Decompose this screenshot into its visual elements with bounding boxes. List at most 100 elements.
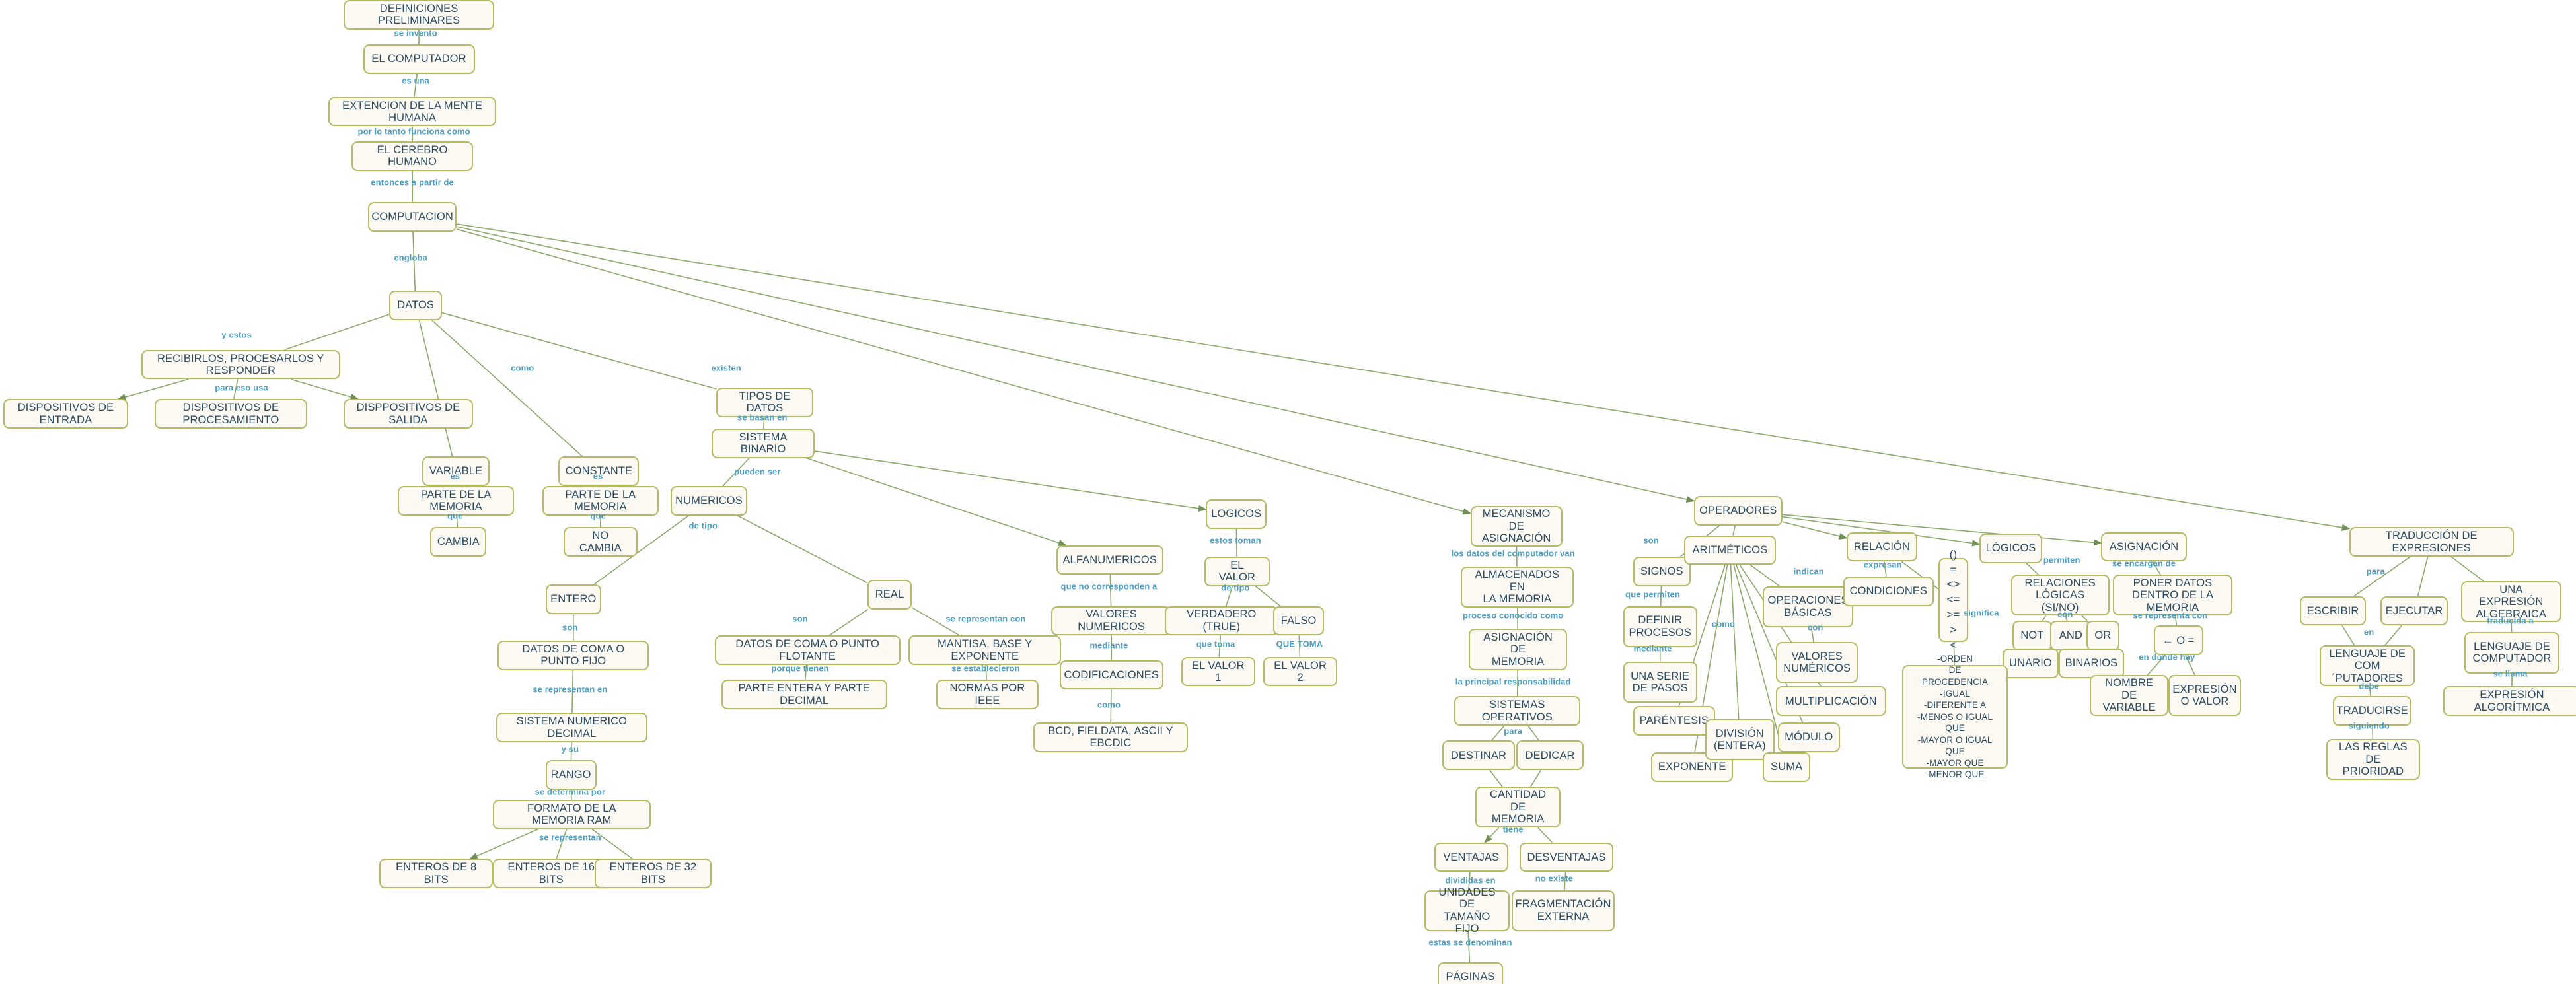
concept-node[interactable]: RELACIONES LÓGICAS (SI/NO) xyxy=(2010,575,2110,616)
concept-node[interactable]: OPERADORES xyxy=(1693,495,1783,526)
concept-node[interactable]: NUMERICOS xyxy=(670,486,748,516)
concept-node[interactable]: CONSTANTE xyxy=(558,456,640,487)
concept-node[interactable]: CONDICIONES xyxy=(1843,576,1934,606)
link-label: traducida a xyxy=(2487,615,2534,626)
concept-node[interactable]: -ORDEN DE PROCEDENCIA -IGUAL -DIFERENTE … xyxy=(1902,654,2008,779)
concept-edge xyxy=(418,320,453,457)
concept-node[interactable]: UNA SERIE DE PASOS xyxy=(1623,662,1697,703)
concept-node[interactable]: FORMATO DE LA MEMORIA RAM xyxy=(492,799,651,829)
concept-node[interactable]: DISPOSITIVOS DE ENTRADA xyxy=(3,399,128,429)
concept-node[interactable]: ENTEROS DE 8 BITS xyxy=(379,859,493,889)
concept-node[interactable]: DISPOSITIVOS DE PROCESAMIENTO xyxy=(154,399,307,429)
concept-node[interactable]: LENGUAJE DE COM´PUTADORES xyxy=(2320,645,2415,687)
concept-node[interactable]: OPERACIONES BÁSICAS xyxy=(1763,586,1853,627)
concept-node[interactable]: NOT xyxy=(2012,620,2052,650)
concept-node[interactable]: PARTE ENTERA Y PARTE DECIMAL xyxy=(721,680,887,710)
concept-node[interactable]: ESCRIBIR xyxy=(2300,596,2366,626)
concept-node[interactable]: FRAGMENTACIÓN EXTERNA xyxy=(1511,890,1615,931)
concept-node[interactable]: AND xyxy=(2050,620,2092,650)
concept-node[interactable]: FALSO xyxy=(1273,606,1325,636)
concept-node[interactable]: CANTIDAD DE MEMORIA xyxy=(1475,787,1561,828)
concept-node[interactable]: ENTEROS DE 32 BITS xyxy=(595,859,712,889)
concept-node[interactable]: ASIGNACIÓN xyxy=(2101,532,2187,562)
concept-node[interactable]: EXPRESIÓN ALGORÍTMICA xyxy=(2443,686,2576,717)
concept-node[interactable]: ASIGNACIÓN DE MEMORIA xyxy=(1469,629,1568,670)
link-label: indican xyxy=(1793,566,1824,577)
concept-node[interactable]: VALORES NUMÉRICOS xyxy=(1776,642,1858,684)
concept-node[interactable]: UNARIO xyxy=(2003,649,2059,678)
concept-node[interactable]: EL CEREBRO HUMANO xyxy=(351,141,474,171)
link-label: se encargan de xyxy=(2112,558,2176,569)
concept-node[interactable]: CODIFICACIONES xyxy=(1059,660,1163,690)
concept-node[interactable]: LOGICOS xyxy=(1206,499,1267,529)
concept-node[interactable]: MULTIPLICACIÓN xyxy=(1776,686,1886,717)
concept-node[interactable]: EJECUTAR xyxy=(2380,596,2448,626)
concept-node[interactable]: PARTE DE LA MEMORIA xyxy=(397,486,515,516)
concept-node[interactable]: SIGNOS xyxy=(1633,556,1691,586)
concept-node[interactable]: MANTISA, BASE Y EXPONENTE xyxy=(908,635,1062,666)
concept-node[interactable]: SISTEMAS OPERATIVOS xyxy=(1454,696,1581,726)
concept-node[interactable]: VARIABLE xyxy=(422,456,490,487)
concept-node[interactable]: TIPOS DE DATOS xyxy=(716,387,813,417)
concept-node[interactable]: EL VALOR 1 xyxy=(1181,656,1255,687)
link-label: la principal responsabilidad xyxy=(1455,676,1571,687)
concept-node[interactable]: OR xyxy=(2086,620,2119,650)
concept-node[interactable]: LAS REGLAS DE PRIORIDAD xyxy=(2326,738,2420,781)
concept-node[interactable]: DEFINIR PROCESOS xyxy=(1623,606,1697,647)
concept-node[interactable]: LÓGICOS xyxy=(1979,534,2042,563)
concept-node[interactable]: SISTEMA NUMERICO DECIMAL xyxy=(496,713,647,742)
concept-edge xyxy=(807,458,1067,546)
concept-node[interactable]: COMPUTACION xyxy=(368,201,457,232)
concept-node[interactable]: VENTAJAS xyxy=(1434,842,1508,872)
link-label: es xyxy=(450,471,460,481)
concept-node[interactable]: EL COMPUTADOR xyxy=(363,44,475,74)
concept-node[interactable]: VALORES NUMERICOS xyxy=(1051,606,1171,636)
concept-node[interactable]: BCD, FIELDATA, ASCII Y EBCDIC xyxy=(1033,722,1188,752)
concept-node[interactable]: LENGUAJE DE COMPUTADOR xyxy=(2464,632,2560,674)
concept-node[interactable]: BINARIOS xyxy=(2058,649,2125,678)
concept-node[interactable]: ALFANUMERICOS xyxy=(1056,545,1163,575)
concept-node[interactable]: PARÉNTESIS xyxy=(1633,706,1716,736)
concept-node[interactable]: TRADUCCIÓN DE EXPRESIONES xyxy=(2349,527,2514,557)
concept-node[interactable]: CAMBIA xyxy=(430,527,487,557)
concept-node[interactable]: PONER DATOS DENTRO DE LA MEMORIA xyxy=(2112,575,2233,616)
concept-node[interactable]: DESVENTAJAS xyxy=(1520,842,1613,872)
concept-node[interactable]: RANGO xyxy=(545,760,597,791)
concept-node[interactable]: SUMA xyxy=(1763,752,1811,782)
concept-node[interactable]: VERDADERO (TRUE) xyxy=(1165,606,1278,636)
concept-node[interactable]: EL VALOR 2 xyxy=(1263,656,1338,687)
concept-node[interactable]: PARTE DE LA MEMORIA xyxy=(542,486,659,516)
concept-node[interactable]: REAL xyxy=(867,579,912,610)
concept-node[interactable]: UNA EXPRESIÓN ALGEBRAICA xyxy=(2460,581,2561,623)
link-label: mediante xyxy=(1089,640,1128,650)
concept-node[interactable]: DISPPOSITIVOS DE SALIDA xyxy=(343,399,474,429)
concept-node[interactable]: EXTENCION DE LA MENTE HUMANA xyxy=(328,96,496,127)
concept-node[interactable]: DIVISIÓN (ENTERA) xyxy=(1705,719,1775,761)
concept-node[interactable]: RECIBIRLOS, PROCESARLOS Y RESPONDER xyxy=(141,349,340,380)
concept-node[interactable]: () = <> <= >= > < xyxy=(1938,548,1968,651)
concept-node[interactable]: EXPRESIÓN O VALOR xyxy=(2168,674,2241,717)
concept-node[interactable]: DEFINICIONES PRELIMINARES xyxy=(343,0,495,30)
concept-node[interactable]: MÓDULO xyxy=(1777,722,1840,752)
concept-node[interactable]: DATOS xyxy=(389,291,442,320)
concept-node[interactable]: ALMACENADOS EN LA MEMORIA xyxy=(1460,566,1574,608)
concept-node[interactable]: ENTEROS DE 16 BITS xyxy=(492,859,610,889)
concept-node[interactable]: NORMAS POR IEEE xyxy=(936,680,1039,710)
concept-node[interactable]: PÁGINAS xyxy=(1437,962,1504,984)
concept-node[interactable]: DESTINAR xyxy=(1442,740,1515,771)
concept-node[interactable]: SISTEMA BINARIO xyxy=(711,429,815,458)
concept-node[interactable]: ARITMÉTICOS xyxy=(1683,535,1777,565)
concept-node[interactable]: EL VALOR xyxy=(1204,556,1270,586)
concept-node[interactable]: UNIDADES DE TAMAÑO FIJO xyxy=(1424,886,1510,934)
concept-node[interactable]: RELACIÓN xyxy=(1846,532,1917,562)
concept-node[interactable]: DATOS DE COMA O PUNTO FLOTANTE xyxy=(714,635,901,666)
concept-node[interactable]: ENTERO xyxy=(545,584,602,614)
concept-node[interactable]: TRADUCIRSE xyxy=(2332,696,2412,726)
concept-node[interactable]: NO CAMBIA xyxy=(563,527,638,557)
concept-node[interactable]: ← O = xyxy=(2153,625,2203,656)
concept-node[interactable]: DEDICAR xyxy=(1516,740,1584,771)
link-label: divididas en xyxy=(1445,875,1496,886)
concept-node[interactable]: NOMBRE DE VARIABLE xyxy=(2089,674,2169,717)
concept-node[interactable]: MECANISMO DE ASIGNACIÓN xyxy=(1470,505,1563,547)
concept-node[interactable]: DATOS DE COMA O PUNTO FIJO xyxy=(497,640,649,670)
